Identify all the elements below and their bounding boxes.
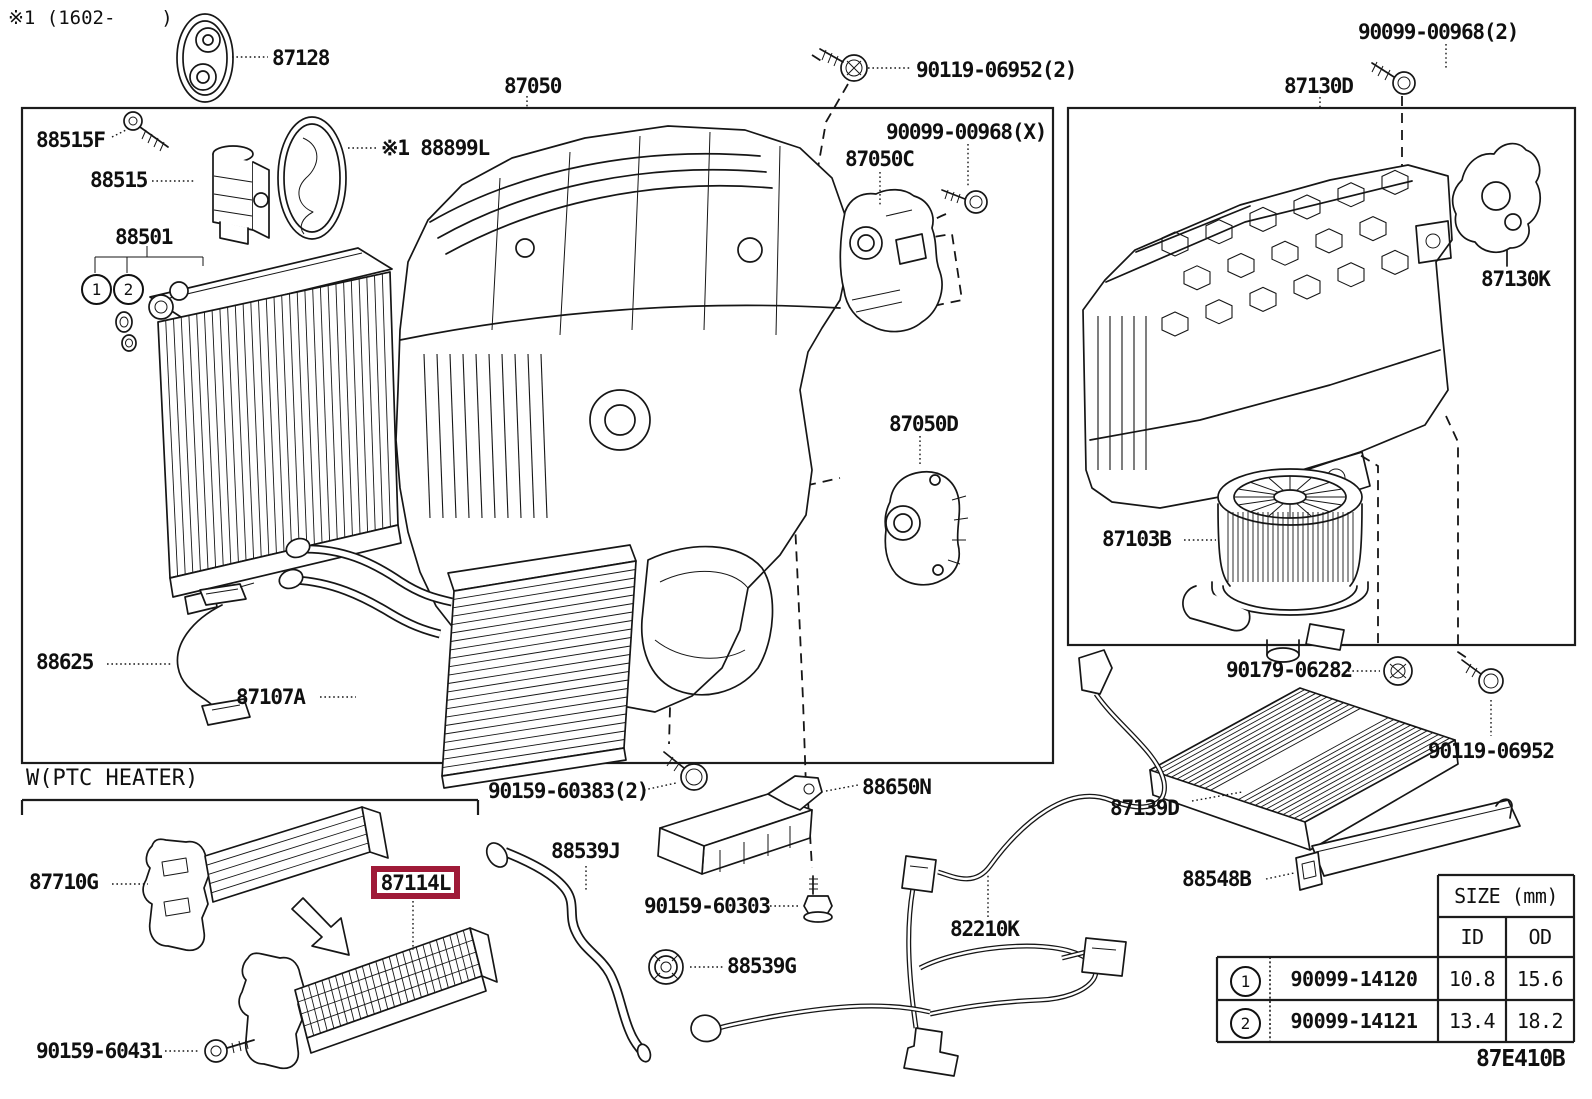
servo-87050C-artwork: [839, 188, 988, 333]
blower-motor-87103B-artwork: [1182, 468, 1369, 663]
table-id-value: 10.8: [1448, 966, 1496, 991]
ptc-section-header: W(PTC HEATER): [26, 766, 199, 791]
grommet-90179-06282-artwork: [1383, 656, 1413, 686]
part-label-87050D[interactable]: 87050D: [889, 412, 959, 436]
part-label-88625[interactable]: 88625: [36, 650, 94, 674]
part-label-90179-06282[interactable]: 90179-06282: [1226, 658, 1353, 682]
part-label-88539G[interactable]: 88539G: [727, 954, 797, 978]
part-label-87050C[interactable]: 87050C: [845, 147, 915, 171]
part-label-82210K[interactable]: 82210K: [950, 917, 1020, 941]
part-label-88548B[interactable]: 88548B: [1182, 867, 1252, 891]
part-label-88515[interactable]: 88515: [90, 168, 148, 192]
section-label-87050[interactable]: 87050: [504, 74, 562, 98]
grommet-87128-artwork: [176, 13, 234, 103]
hose-88539J-artwork: [485, 842, 652, 1063]
part-label-90119-06952-top[interactable]: 90119-06952(2): [916, 58, 1077, 82]
amplifier-88650N-artwork: [657, 775, 823, 875]
screw-90119-06952-bottom-artwork: [1461, 659, 1504, 694]
size-table-title: SIZE (mm): [1454, 884, 1558, 908]
part-label-87139D[interactable]: 87139D: [1110, 796, 1180, 820]
table-od-value: 15.6: [1516, 966, 1564, 991]
diagram-code: 87E410B: [1476, 1046, 1566, 1072]
servo-87050D-artwork: [884, 470, 969, 586]
part-label-88515F[interactable]: 88515F: [36, 128, 106, 152]
part-label-87107A[interactable]: 87107A: [236, 685, 306, 709]
part-label-87103B[interactable]: 87103B: [1102, 527, 1172, 551]
part-label-90159-60383[interactable]: 90159-60383(2): [488, 779, 649, 803]
screw-90099-00968-2-artwork: [1371, 61, 1416, 95]
screw-90119-06952-top-artwork: [819, 48, 868, 82]
grommet-88539G-artwork: [648, 949, 684, 985]
part-label-90159-60303[interactable]: 90159-60303: [644, 894, 771, 918]
table-part-number[interactable]: 90099-14120: [1290, 966, 1418, 991]
thermistor-88625-artwork: [176, 582, 255, 726]
part-label-87130K[interactable]: 87130K: [1481, 267, 1551, 291]
part-label-88539J[interactable]: 88539J: [551, 839, 621, 863]
callout-2-circle[interactable]: 2: [113, 274, 144, 305]
harness-82210K-artwork: [690, 649, 1167, 1077]
gasket-88899L-artwork: [277, 116, 347, 240]
servo-87130K-artwork: [1451, 142, 1541, 267]
screw-90159-60383-artwork: [663, 751, 708, 791]
table-callout-2: 2: [1230, 1008, 1261, 1039]
callout-1-circle[interactable]: 1: [81, 274, 112, 305]
table-part-number[interactable]: 90099-14121: [1290, 1009, 1418, 1033]
table-callout-1: 1: [1230, 966, 1261, 997]
part-label-88501[interactable]: 88501: [115, 225, 173, 249]
filter-cover-88548B-artwork: [1295, 798, 1521, 891]
part-label-87128[interactable]: 87128: [272, 46, 330, 70]
part-label-90099-00968-2[interactable]: 90099-00968(2): [1358, 20, 1519, 44]
part-label-88650N[interactable]: 88650N: [862, 775, 932, 799]
part-label-90159-60431[interactable]: 90159-60431: [36, 1039, 163, 1063]
evaporator-88501-artwork: [94, 246, 402, 615]
size-table-col-od: OD: [1528, 925, 1552, 949]
part-label-87710G[interactable]: 87710G: [29, 870, 99, 894]
table-od-value: 18.2: [1516, 1009, 1564, 1033]
section-label-87130D[interactable]: 87130D: [1284, 74, 1354, 98]
heater-core-87107A-artwork: [278, 537, 637, 789]
part-label-90119-06952-bottom[interactable]: 90119-06952: [1428, 739, 1555, 763]
part-label-90099-00968-X[interactable]: 90099-00968(X): [886, 120, 1047, 144]
ptc-heater-87114L-artwork: [204, 897, 498, 1070]
size-table-grid: [1215, 873, 1576, 1044]
valve-88515-artwork: [123, 111, 270, 245]
part-label-88899L[interactable]: ※1 88899L: [381, 136, 490, 160]
leader-lines: [107, 44, 1492, 1052]
bolt-90159-60303-artwork: [803, 875, 833, 923]
ptc-bracket-87710G-artwork: [142, 806, 389, 952]
table-id-value: 13.4: [1448, 1009, 1496, 1033]
remark-note: ※1 (1602- ): [8, 7, 173, 29]
cabin-filter-87139D-artwork: [1149, 687, 1459, 851]
size-table-col-id: ID: [1460, 925, 1484, 949]
highlighted-part-87114L[interactable]: 87114L: [371, 866, 460, 899]
blower-case-artwork: [1082, 164, 1453, 509]
